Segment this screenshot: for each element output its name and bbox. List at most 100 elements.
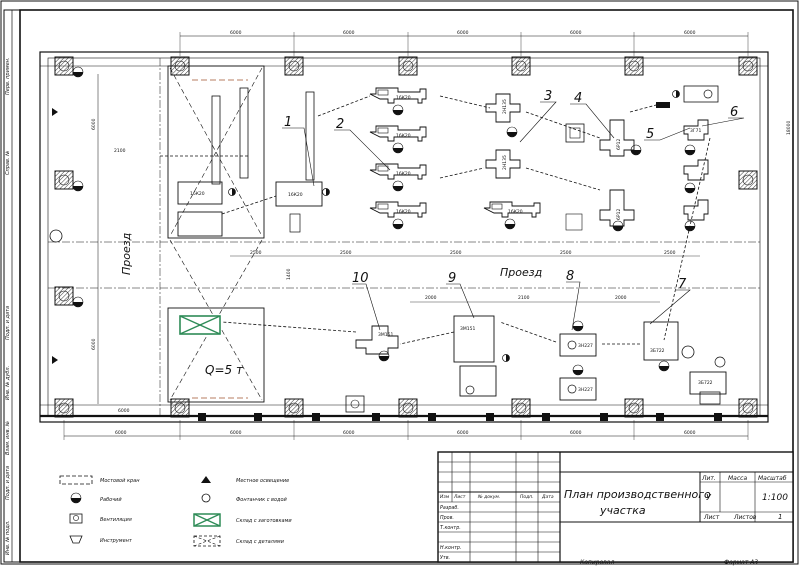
- rev-col-label: Подп.: [520, 494, 534, 500]
- callout-number: 8: [566, 269, 574, 284]
- dimension-value: 6000: [91, 118, 97, 130]
- passage-vertical-label: Проезд: [120, 233, 133, 275]
- legend-item: Склад с деталями: [193, 535, 285, 547]
- col-lit-label: Лит.: [701, 475, 716, 482]
- ventilation-symbol-icon: [69, 513, 83, 524]
- machine-label: 16К20: [288, 192, 303, 198]
- legend: Мостовой кран Рабочий Вентиляция Инструм…: [59, 475, 292, 547]
- role-label: Утв.: [440, 555, 450, 561]
- callout-number: 4: [574, 91, 582, 106]
- dimension-value: 2500: [340, 250, 352, 256]
- side-strip-text: Взам. инв. №: [5, 421, 11, 455]
- machine-group-1: 16К20: [228, 91, 330, 233]
- legend-label: Склад с заготовками: [236, 518, 292, 524]
- grinder-group-6: 3Г71: [683, 119, 709, 232]
- lathe-column: 16К20 16К20 16К20 16К20 16К20: [369, 87, 541, 230]
- rev-col-label: № докум.: [477, 494, 500, 500]
- dimension-value: 6000: [115, 430, 127, 436]
- role-label: Разраб.: [440, 505, 459, 511]
- dimension-value: 6000: [230, 30, 242, 36]
- machine-label: 16К20: [396, 171, 411, 177]
- machine-label: 3М151: [460, 326, 475, 332]
- passage-horizontal-label: Проезд: [500, 266, 542, 279]
- legend-label: Склад с деталями: [236, 539, 285, 545]
- callout-number: 6: [730, 105, 738, 120]
- dimension-value: 2100: [114, 148, 126, 154]
- wall-openings: [198, 413, 722, 421]
- lighting-icons: [49, 66, 84, 364]
- sheets-label: Листов: [733, 514, 757, 521]
- machine-label: 2Н135: [502, 99, 508, 114]
- rev-col-label: Лист: [453, 494, 466, 500]
- finished-storage-symbol-icon: [193, 535, 221, 547]
- title-block: План производственного участка Лит. Масс…: [437, 451, 794, 563]
- title-line-2: участка: [599, 504, 646, 517]
- dimension-value: 6000: [570, 30, 582, 36]
- machine-label: 16К20: [396, 133, 411, 139]
- legend-item: Инструмент: [69, 535, 133, 544]
- side-strip-text: Перв. примен.: [5, 57, 11, 95]
- lit-value: У: [706, 493, 712, 502]
- dimension-value: 6000: [91, 338, 97, 350]
- bottom-dimension-chain: 6000 6000 6000 6000 6000 6000 6000 18000: [63, 121, 792, 440]
- legend-label: Фонтанчик с водой: [236, 497, 288, 503]
- callout-number: 3: [544, 89, 552, 104]
- side-strip-text: Подп. и дата: [5, 306, 11, 340]
- dimension-value: 6000: [457, 30, 469, 36]
- dimension-value: 2500: [560, 250, 572, 256]
- side-strip-text: Справ. №: [5, 151, 11, 175]
- legend-label: Местное освещение: [236, 478, 289, 484]
- rev-col-label: Дата: [541, 494, 554, 500]
- machine-label: 3Н227: [578, 387, 593, 393]
- col-scale-label: Масштаб: [758, 475, 787, 482]
- dimension-value: 6000: [230, 430, 242, 436]
- bottom-bay-machines: 3М151 3М151 3Н227 3Н227 3Б722 3Б722: [345, 315, 727, 413]
- callout-leaders: [282, 101, 745, 331]
- dimension-value: 6000: [343, 430, 355, 436]
- rev-col-label: Изм: [440, 494, 450, 500]
- dimension-value: 1400: [286, 268, 292, 280]
- crane-symbol-icon: [59, 475, 93, 485]
- machine-label: 3Н227: [578, 343, 593, 349]
- copied-label: Копировал: [580, 559, 614, 566]
- machine-label: 16К20: [508, 209, 523, 215]
- dimension-value: 6000: [343, 30, 355, 36]
- lighting-symbol-icon: [201, 476, 211, 483]
- dimension-value: 2100: [518, 295, 530, 301]
- dimension-value: 6000: [457, 430, 469, 436]
- legend-label: Инструмент: [100, 538, 133, 544]
- flow-routes: [160, 95, 711, 345]
- machine-label: 16К20: [396, 209, 411, 215]
- machine-label: 6Р12: [616, 139, 622, 150]
- dimension-value: 6000: [118, 408, 130, 414]
- title-line-1: План производственного: [564, 488, 711, 501]
- callout-number: 7: [678, 277, 687, 292]
- dimension-value: 18000: [786, 121, 792, 135]
- mid-dimensions: 2500 2500 2500 2500 2500 2000 2100 2000 …: [114, 148, 700, 303]
- sheets-value: 1: [778, 513, 782, 521]
- instrument-symbol-icon: [69, 535, 83, 544]
- legend-label: Рабочий: [100, 497, 122, 503]
- callout-number: 9: [448, 271, 456, 286]
- dimension-value: 2000: [425, 295, 437, 301]
- legend-item: Вентиляция: [69, 513, 132, 524]
- legend-item: Фонтанчик с водой: [201, 493, 288, 503]
- callout-number: 10: [352, 271, 369, 286]
- legend-item: Склад с заготовками: [193, 513, 292, 527]
- side-strip-text: Инв. № подл.: [5, 521, 11, 556]
- dimension-value: 2000: [615, 295, 627, 301]
- scale-value: 1:100: [762, 493, 788, 503]
- side-strip: Перв. примен. Справ. № Подп. и дата Инв.…: [5, 57, 11, 555]
- callout-numbers: 1 2 3 4 5 6 7 8 9 10: [284, 89, 738, 292]
- machine-label: 2Н135: [502, 155, 508, 170]
- col-mass-label: Масса: [728, 475, 747, 482]
- dimension-value: 2500: [250, 250, 262, 256]
- side-strip-text: Инв. № дубл.: [5, 366, 11, 400]
- machine-label: 16К20: [190, 191, 205, 197]
- legend-label: Вентиляция: [100, 517, 132, 523]
- legend-label: Мостовой кран: [100, 478, 140, 484]
- machine-label: 3Б722: [650, 348, 665, 354]
- building-columns: [54, 56, 758, 418]
- crane-capacity-label: Q=5 т: [205, 363, 244, 377]
